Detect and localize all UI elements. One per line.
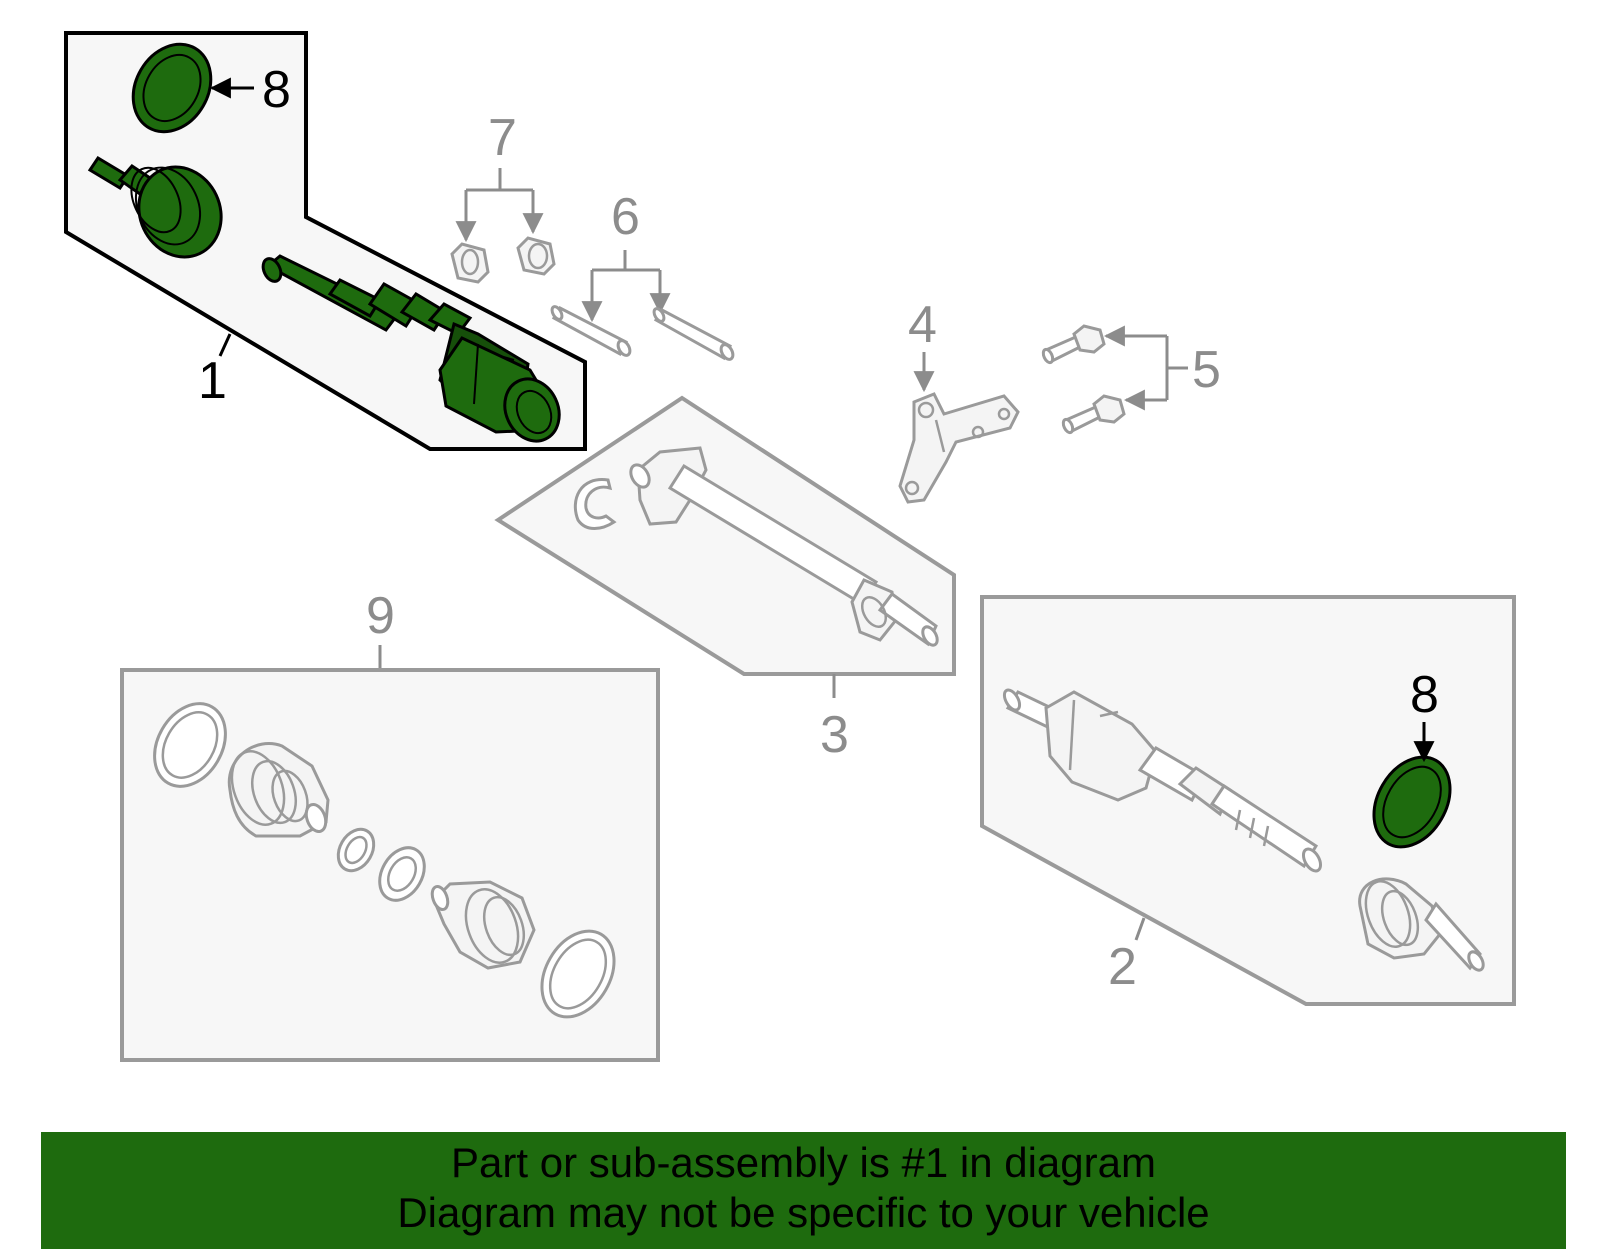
callout-5: 5 — [1192, 341, 1221, 399]
callout-8-top: 8 — [262, 61, 291, 119]
part-2-axle-assembly-group[interactable]: 8 2 — [980, 595, 1516, 1006]
small-clamp-ring[interactable] — [331, 823, 381, 877]
part-3-intermediate-shaft-group[interactable]: 3 — [494, 395, 956, 764]
bolt-bottom[interactable] — [1061, 394, 1126, 435]
bolt-top[interactable] — [1041, 324, 1106, 365]
nut-left[interactable] — [450, 242, 490, 284]
part-9-boot-kit-group[interactable]: 9 — [120, 587, 660, 1062]
callout-4: 4 — [908, 296, 937, 354]
seal-ring-8-right[interactable] — [1359, 743, 1466, 860]
part-4-bracket-group[interactable]: 4 — [898, 296, 1020, 504]
support-bracket[interactable] — [898, 392, 1020, 504]
stud-right[interactable] — [652, 307, 735, 361]
callout-2: 2 — [1108, 938, 1137, 996]
inner-boot[interactable] — [429, 880, 536, 970]
banner-line-1: Part or sub-assembly is #1 in diagram — [451, 1139, 1156, 1186]
callout-7: 7 — [488, 109, 517, 167]
callout-3: 3 — [820, 706, 849, 764]
info-banner: Part or sub-assembly is #1 in diagram Di… — [41, 1132, 1566, 1249]
outer-cv-joint-green[interactable] — [87, 153, 236, 270]
banner-line-2: Diagram may not be specific to your vehi… — [397, 1189, 1210, 1236]
callout-5-leader — [1165, 336, 1188, 400]
intermediate-shaft[interactable] — [627, 446, 940, 648]
boot-seal-ring-left[interactable] — [140, 691, 239, 799]
outer-boot[interactable] — [222, 742, 330, 838]
outer-axle-shaft[interactable] — [1001, 687, 1324, 873]
outer-cv-joint-gray[interactable] — [1358, 875, 1487, 972]
part-1-axle-assembly-group[interactable]: 1 8 — [64, 30, 587, 451]
callout-1: 1 — [198, 352, 227, 410]
callout-7-leader — [466, 168, 533, 192]
seal-ring-8-top[interactable] — [118, 30, 226, 146]
part-6-studs-group[interactable]: 6 — [550, 188, 735, 361]
snap-ring[interactable] — [573, 478, 617, 530]
callout-6-leader — [592, 250, 660, 272]
inner-shaft-green[interactable] — [260, 254, 569, 450]
part-5-bolts-group[interactable]: 5 — [1041, 324, 1221, 435]
boot-seal-ring-right[interactable] — [527, 918, 628, 1030]
medium-clamp-ring[interactable] — [371, 840, 434, 908]
callout-8-right: 8 — [1410, 666, 1439, 724]
callout-1-leader — [218, 333, 232, 357]
callout-9: 9 — [366, 587, 395, 645]
stud-left[interactable] — [550, 305, 632, 357]
callout-2-leader — [1134, 917, 1146, 941]
nut-right[interactable] — [516, 236, 556, 276]
callout-6: 6 — [611, 188, 640, 246]
part-7-nuts-group[interactable]: 7 — [450, 109, 556, 284]
part-3-frame — [494, 395, 956, 676]
